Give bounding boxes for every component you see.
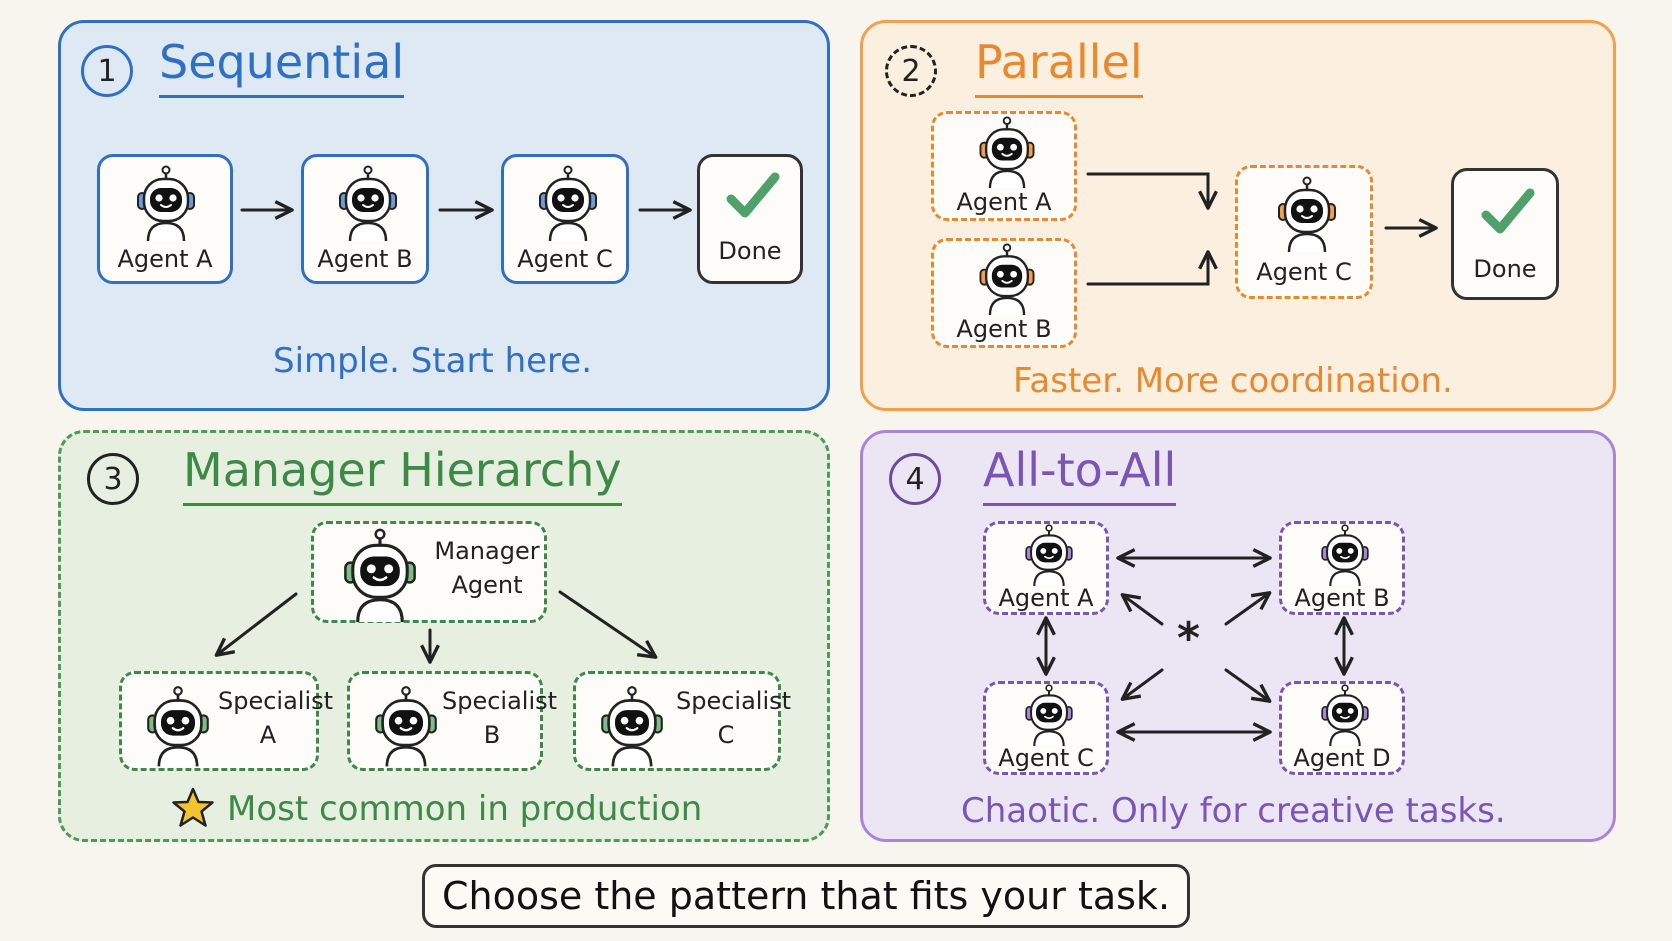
agent-label: Agent D [1293, 744, 1391, 772]
agent-card-c: Agent C [983, 681, 1109, 775]
robot-icon [340, 528, 420, 623]
panel-caption: Faster. More coordination. [1013, 361, 1453, 401]
agent-card-d: Agent D [1279, 681, 1405, 775]
agent-label: Agent A [117, 245, 213, 273]
agent-card-b: Agent B [1279, 521, 1405, 615]
arrow-icon [214, 592, 298, 657]
done-label: Done [1473, 255, 1537, 283]
robot-icon [598, 684, 666, 768]
center-symbol: * [1177, 613, 1201, 664]
done-card: Done [1451, 168, 1559, 300]
panel-manager-hierarchy: 3 Manager Hierarchy Manager Agent Specia… [58, 430, 830, 842]
robot-icon [1318, 684, 1372, 747]
agent-card-c: Agent C [501, 154, 629, 284]
specialist-label: Specialist B [442, 687, 558, 749]
star-icon [172, 787, 214, 827]
panel-number: 2 [885, 45, 937, 97]
panel-title: All-to-All [983, 443, 1177, 506]
agent-label: Agent B [317, 245, 413, 273]
panel-title: Manager Hierarchy [183, 443, 622, 506]
agent-label: Agent C [517, 245, 613, 273]
panel-caption: Simple. Start here. [273, 341, 592, 381]
agent-card-a: Agent A [97, 154, 233, 284]
specialist-card-a: Specialist A [119, 671, 334, 771]
footer-banner: Choose the pattern that fits your task. [422, 864, 1190, 928]
arrow-icon [1224, 668, 1272, 703]
robot-icon [1275, 176, 1339, 253]
agent-label: Agent C [998, 744, 1094, 772]
panel-title: Sequential [159, 35, 405, 98]
specialist-card-c: Specialist C [573, 671, 792, 771]
agent-label: Agent A [956, 188, 1052, 216]
check-icon [726, 172, 780, 218]
robot-icon [975, 116, 1039, 189]
specialist-card-b: Specialist B [347, 671, 558, 771]
arrow-icon [1086, 172, 1218, 210]
specialist-label: Specialist A [218, 687, 334, 749]
arrow-icon [1224, 591, 1272, 626]
robot-icon [372, 684, 440, 768]
done-label: Done [718, 237, 782, 265]
panel-sequential: 1 Sequential Agent A Agent B Agent C Don… [58, 20, 830, 411]
panel-all-to-all: 4 All-to-All Agent A Agent B Agent C Age… [860, 430, 1616, 842]
arrow-icon [558, 590, 658, 659]
panel-number: 4 [889, 453, 941, 505]
agent-card-c: Agent C [1235, 165, 1373, 299]
agent-label: Agent B [1294, 584, 1390, 612]
robot-icon [1022, 684, 1076, 747]
agent-label: Agent C [1256, 258, 1352, 286]
panel-number: 1 [81, 45, 133, 97]
agent-label: Agent A [998, 584, 1094, 612]
agent-card-b: Agent B [301, 154, 429, 284]
panel-title: Parallel [975, 35, 1143, 98]
robot-icon [336, 165, 400, 242]
robot-icon [975, 243, 1039, 316]
arrow-icon [1086, 250, 1218, 286]
agent-card-a: Agent A [931, 111, 1077, 221]
panel-caption: Most common in production [227, 789, 703, 829]
robot-icon [1318, 524, 1372, 587]
check-icon [1481, 188, 1535, 234]
arrow-icon [1120, 593, 1164, 626]
panel-number: 3 [87, 453, 139, 505]
manager-card: Manager Agent [311, 521, 547, 623]
arrow-icon [1120, 668, 1164, 701]
agent-label: Agent B [956, 315, 1052, 343]
robot-icon [536, 165, 600, 242]
panel-parallel: 2 Parallel Agent A Agent B Agent C Done … [860, 20, 1616, 411]
panel-caption: Chaotic. Only for creative tasks. [961, 791, 1506, 831]
done-card: Done [697, 154, 803, 284]
specialist-label: Specialist C [676, 687, 792, 749]
robot-icon [144, 684, 212, 768]
agent-card-a: Agent A [983, 521, 1109, 615]
robot-icon [1022, 524, 1076, 587]
manager-label: Manager Agent [434, 537, 540, 599]
robot-icon [134, 165, 198, 242]
agent-card-b: Agent B [931, 238, 1077, 348]
